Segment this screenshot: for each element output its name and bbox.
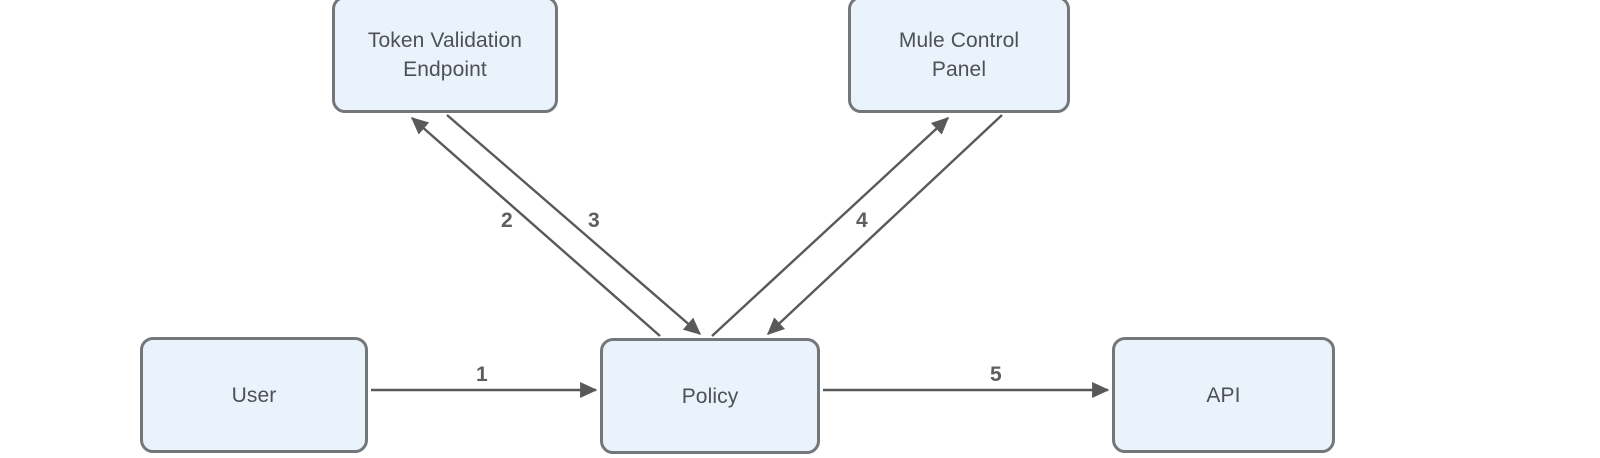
edge-3-line [446, 114, 702, 335]
edge-label-5: 5 [990, 363, 1002, 386]
edge-label-2: 2 [501, 209, 513, 232]
edge-label-1: 1 [476, 363, 488, 386]
edge-label-3: 3 [588, 209, 600, 232]
node-label-api: API [1206, 383, 1241, 407]
edge-4-line [711, 117, 950, 337]
node-token-validation-endpoint[interactable]: Token Validation Endpoint [332, 0, 558, 113]
node-api[interactable]: API [1112, 337, 1335, 453]
node-user[interactable]: User [140, 337, 368, 453]
edge-label-4: 4 [856, 209, 868, 232]
node-label-token-validation-endpoint: Token Validation Endpoint [367, 28, 523, 81]
edge-2-line [410, 117, 661, 337]
node-label-mule-control-panel: Mule Control Panel [898, 28, 1020, 81]
edge-4-return-line [766, 114, 1003, 335]
node-policy[interactable]: Policy [600, 338, 820, 454]
node-label-policy: Policy [681, 384, 739, 408]
node-label-user: User [231, 383, 277, 407]
node-mule-control-panel[interactable]: Mule Control Panel [848, 0, 1070, 113]
